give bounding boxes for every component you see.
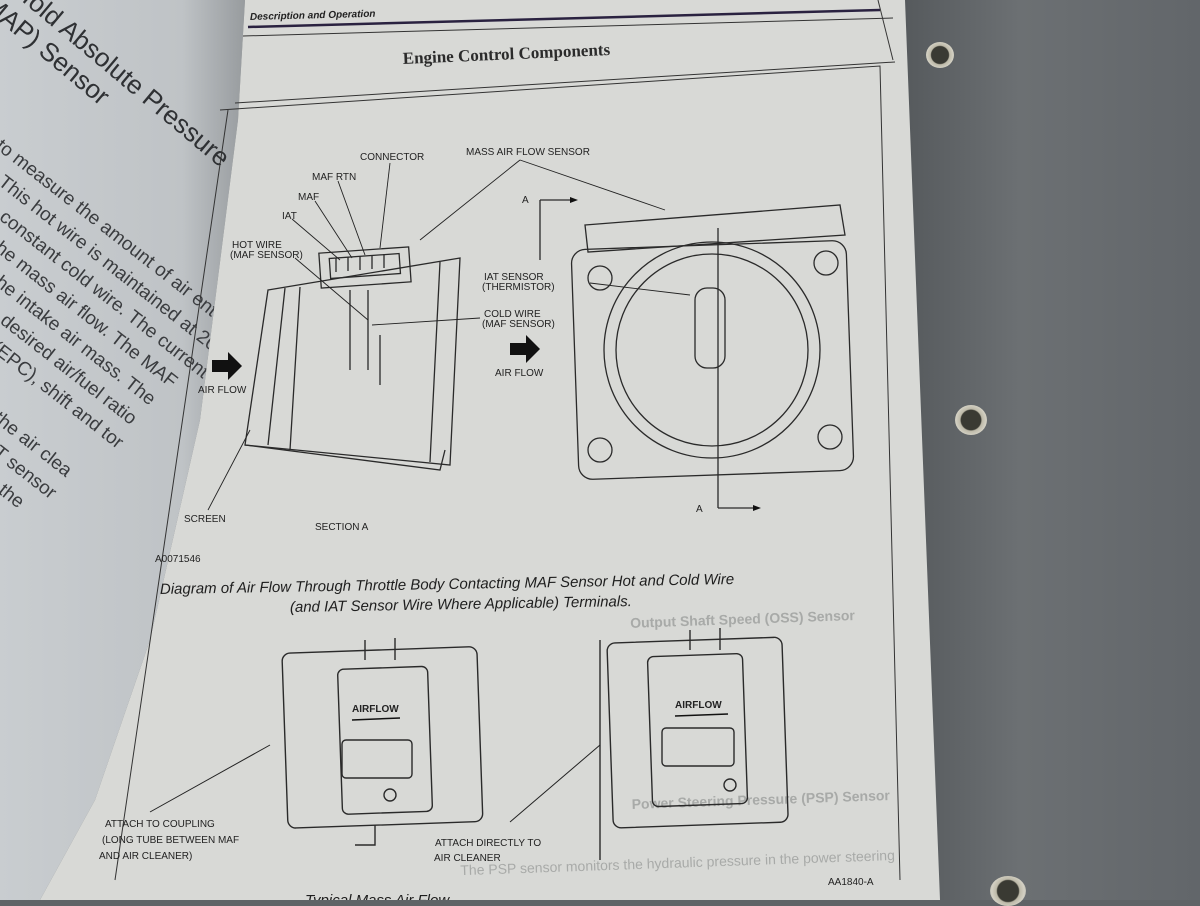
- label-iat: IAT: [282, 211, 297, 222]
- figure-caption: Diagram of Air Flow Through Throttle Bod…: [160, 571, 734, 598]
- maf-coupling-drawing: [281, 638, 484, 846]
- maf-face-drawing: [539, 199, 855, 509]
- frame-line: [234, 61, 896, 104]
- label-hot-wire: HOT WIRE: [232, 240, 282, 251]
- label-iat-sensor: IAT SENSOR: [484, 272, 544, 283]
- label-section-marker: A: [522, 195, 529, 206]
- figure-frame: [114, 109, 229, 881]
- label-section-a: SECTION A: [315, 522, 369, 533]
- arrow-icon: [351, 717, 401, 721]
- table-surface: [900, 0, 1200, 900]
- figure-caption: (and IAT Sensor Wire Where Applicable) T…: [290, 593, 632, 616]
- label-cold-wire-sub: (MAF SENSOR): [482, 319, 555, 330]
- label-cold-wire: COLD WIRE: [484, 309, 541, 320]
- binder-hole: [955, 405, 987, 435]
- label-maf: MAF: [298, 192, 319, 203]
- leader-line: [509, 744, 601, 823]
- arrow-icon: [510, 335, 540, 363]
- maf-direct-drawing: [599, 628, 789, 860]
- label-attach-coupling: ATTACH TO COUPLING: [105, 819, 215, 830]
- frame-line: [242, 17, 894, 37]
- label-connector: CONNECTOR: [360, 152, 424, 163]
- bleed-through-text: Power Steering Pressure (PSP) Sensor: [631, 787, 890, 812]
- arrow-icon: [212, 352, 242, 380]
- label-attach-direct: AIR CLEANER: [434, 853, 501, 864]
- label-airflow: AIRFLOW: [352, 704, 399, 715]
- label-attach-coupling: AND AIR CLEANER): [99, 851, 192, 862]
- maf-section-drawing: [244, 246, 461, 471]
- label-maf-rtn: MAF RTN: [312, 172, 356, 183]
- header-rule: [247, 8, 881, 29]
- binder-hole: [926, 42, 954, 68]
- label-hot-wire-sub: (MAF SENSOR): [230, 250, 303, 261]
- frame-line: [877, 0, 894, 61]
- figure-id: A0071546: [155, 554, 201, 565]
- bleed-through-text: Output Shaft Speed (OSS) Sensor: [630, 607, 856, 631]
- label-air-flow: AIR FLOW: [198, 385, 247, 396]
- bleed-through-text: The PSP sensor monitors the hydraulic pr…: [460, 847, 895, 878]
- label-mass-air-flow-sensor: MASS AIR FLOW SENSOR: [466, 147, 590, 158]
- figure-id: AA1840-A: [828, 877, 874, 888]
- label-attach-coupling: (LONG TUBE BETWEEN MAF: [102, 835, 239, 846]
- arrow-icon: [674, 713, 729, 717]
- label-iat-sensor-sub: (THERMISTOR): [482, 282, 555, 293]
- leader-lines: [207, 159, 691, 511]
- figure-caption: Typical Mass Air Flow: [305, 892, 450, 900]
- label-attach-direct: ATTACH DIRECTLY TO: [435, 838, 541, 849]
- label-section-marker: A: [696, 504, 703, 515]
- label-airflow: AIRFLOW: [675, 700, 722, 711]
- section-label: Description and Operation: [250, 9, 376, 23]
- label-screen: SCREEN: [184, 514, 226, 525]
- label-air-flow: AIR FLOW: [495, 368, 544, 379]
- figure-frame: [219, 65, 901, 881]
- page-title: Engine Control Components: [402, 40, 611, 68]
- leader-line: [149, 744, 271, 813]
